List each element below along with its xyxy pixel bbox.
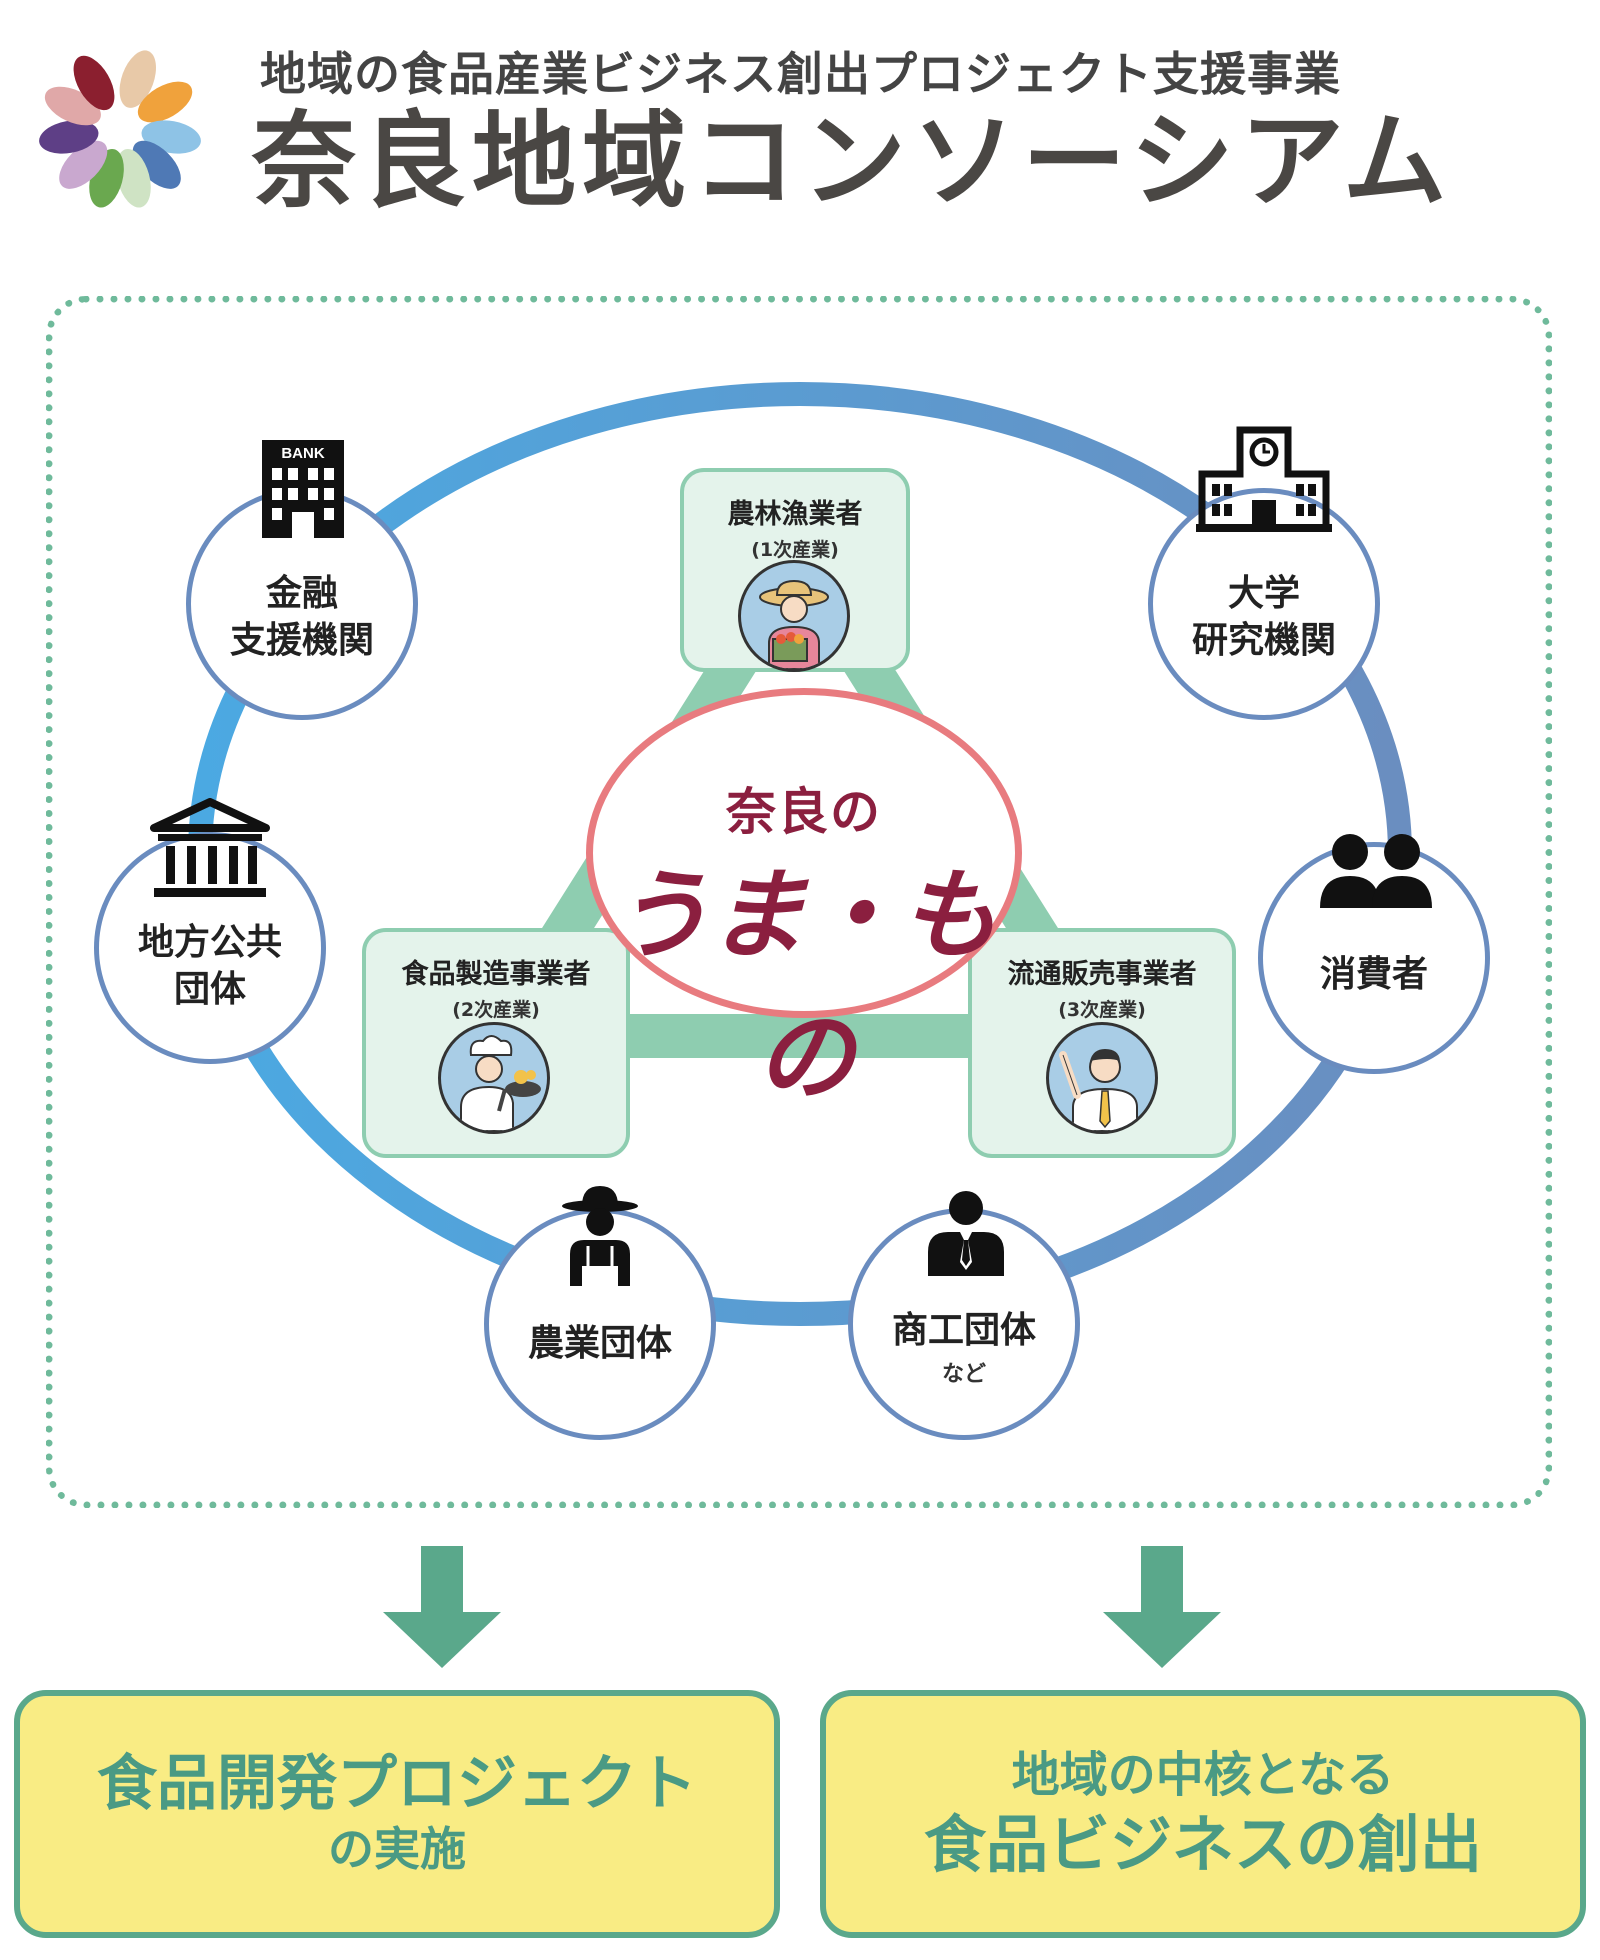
outcome-food-business-line2: 食品ビジネスの創出 <box>923 1808 1482 1882</box>
core-tertiary-title: 流通販売事業者 <box>1007 959 1197 990</box>
node-commerce-group-label: 商工団体 <box>891 1309 1036 1351</box>
node-agriculture-group-label: 農業団体 <box>527 1322 672 1364</box>
center-logo-small-text: 奈良の <box>726 782 882 841</box>
consortium-logo-icon <box>39 50 201 208</box>
outcome-food-project-line1: 食品開発プロジェクト <box>97 1749 697 1820</box>
bank-sign: BANK <box>281 445 324 462</box>
salesman-icon <box>1046 1022 1158 1134</box>
chef-icon <box>438 1022 550 1134</box>
core-primary-sub: (1次産業) <box>751 539 839 561</box>
header-subtitle: 地域の食品産業ビジネス創出プロジェクト支援事業 <box>260 47 1341 101</box>
center-logo-frame <box>586 688 1022 1018</box>
center-logo-brand-text: うま・もの <box>611 858 998 1115</box>
outcome-food-business: 地域の中核となる 食品ビジネスの創出 <box>820 1690 1586 1938</box>
node-commerce-group-note: など <box>941 1362 986 1388</box>
page-title: 奈良地域コンソーシアム <box>252 100 1453 222</box>
outcome-food-project: 食品開発プロジェクト の実施 <box>14 1690 780 1938</box>
core-tertiary-sub: (3次産業) <box>1058 999 1146 1021</box>
farmer-icon <box>562 1186 638 1286</box>
node-consumer: 消費者 <box>1258 842 1490 1074</box>
node-university-label: 大学 研究機関 <box>1191 573 1336 661</box>
businessman-icon <box>928 1191 1004 1276</box>
farmer-woman-icon <box>738 560 850 672</box>
outcome-food-business-line1: 地域の中核となる <box>1011 1747 1395 1804</box>
people-icon <box>1320 834 1432 908</box>
consortium-frame <box>46 296 1552 1508</box>
node-local-government-label: 地方公共 団体 <box>137 922 282 1010</box>
node-local-government: 地方公共 団体 <box>94 832 326 1064</box>
university-building-icon <box>1196 426 1332 532</box>
node-consumer-label: 消費者 <box>1319 953 1428 995</box>
core-secondary-sub: (2次産業) <box>452 999 540 1021</box>
bank-building-icon: BANK <box>262 440 344 538</box>
government-building-icon <box>150 798 270 897</box>
core-primary-title: 農林漁業者 <box>727 499 863 530</box>
core-secondary-title: 食品製造事業者 <box>401 959 591 990</box>
arrow-down-left <box>383 1546 501 1668</box>
arrow-down-right <box>1103 1546 1221 1668</box>
node-finance-label: 金融 支援機関 <box>229 573 374 661</box>
outcome-food-project-line2: の実施 <box>328 1822 466 1877</box>
